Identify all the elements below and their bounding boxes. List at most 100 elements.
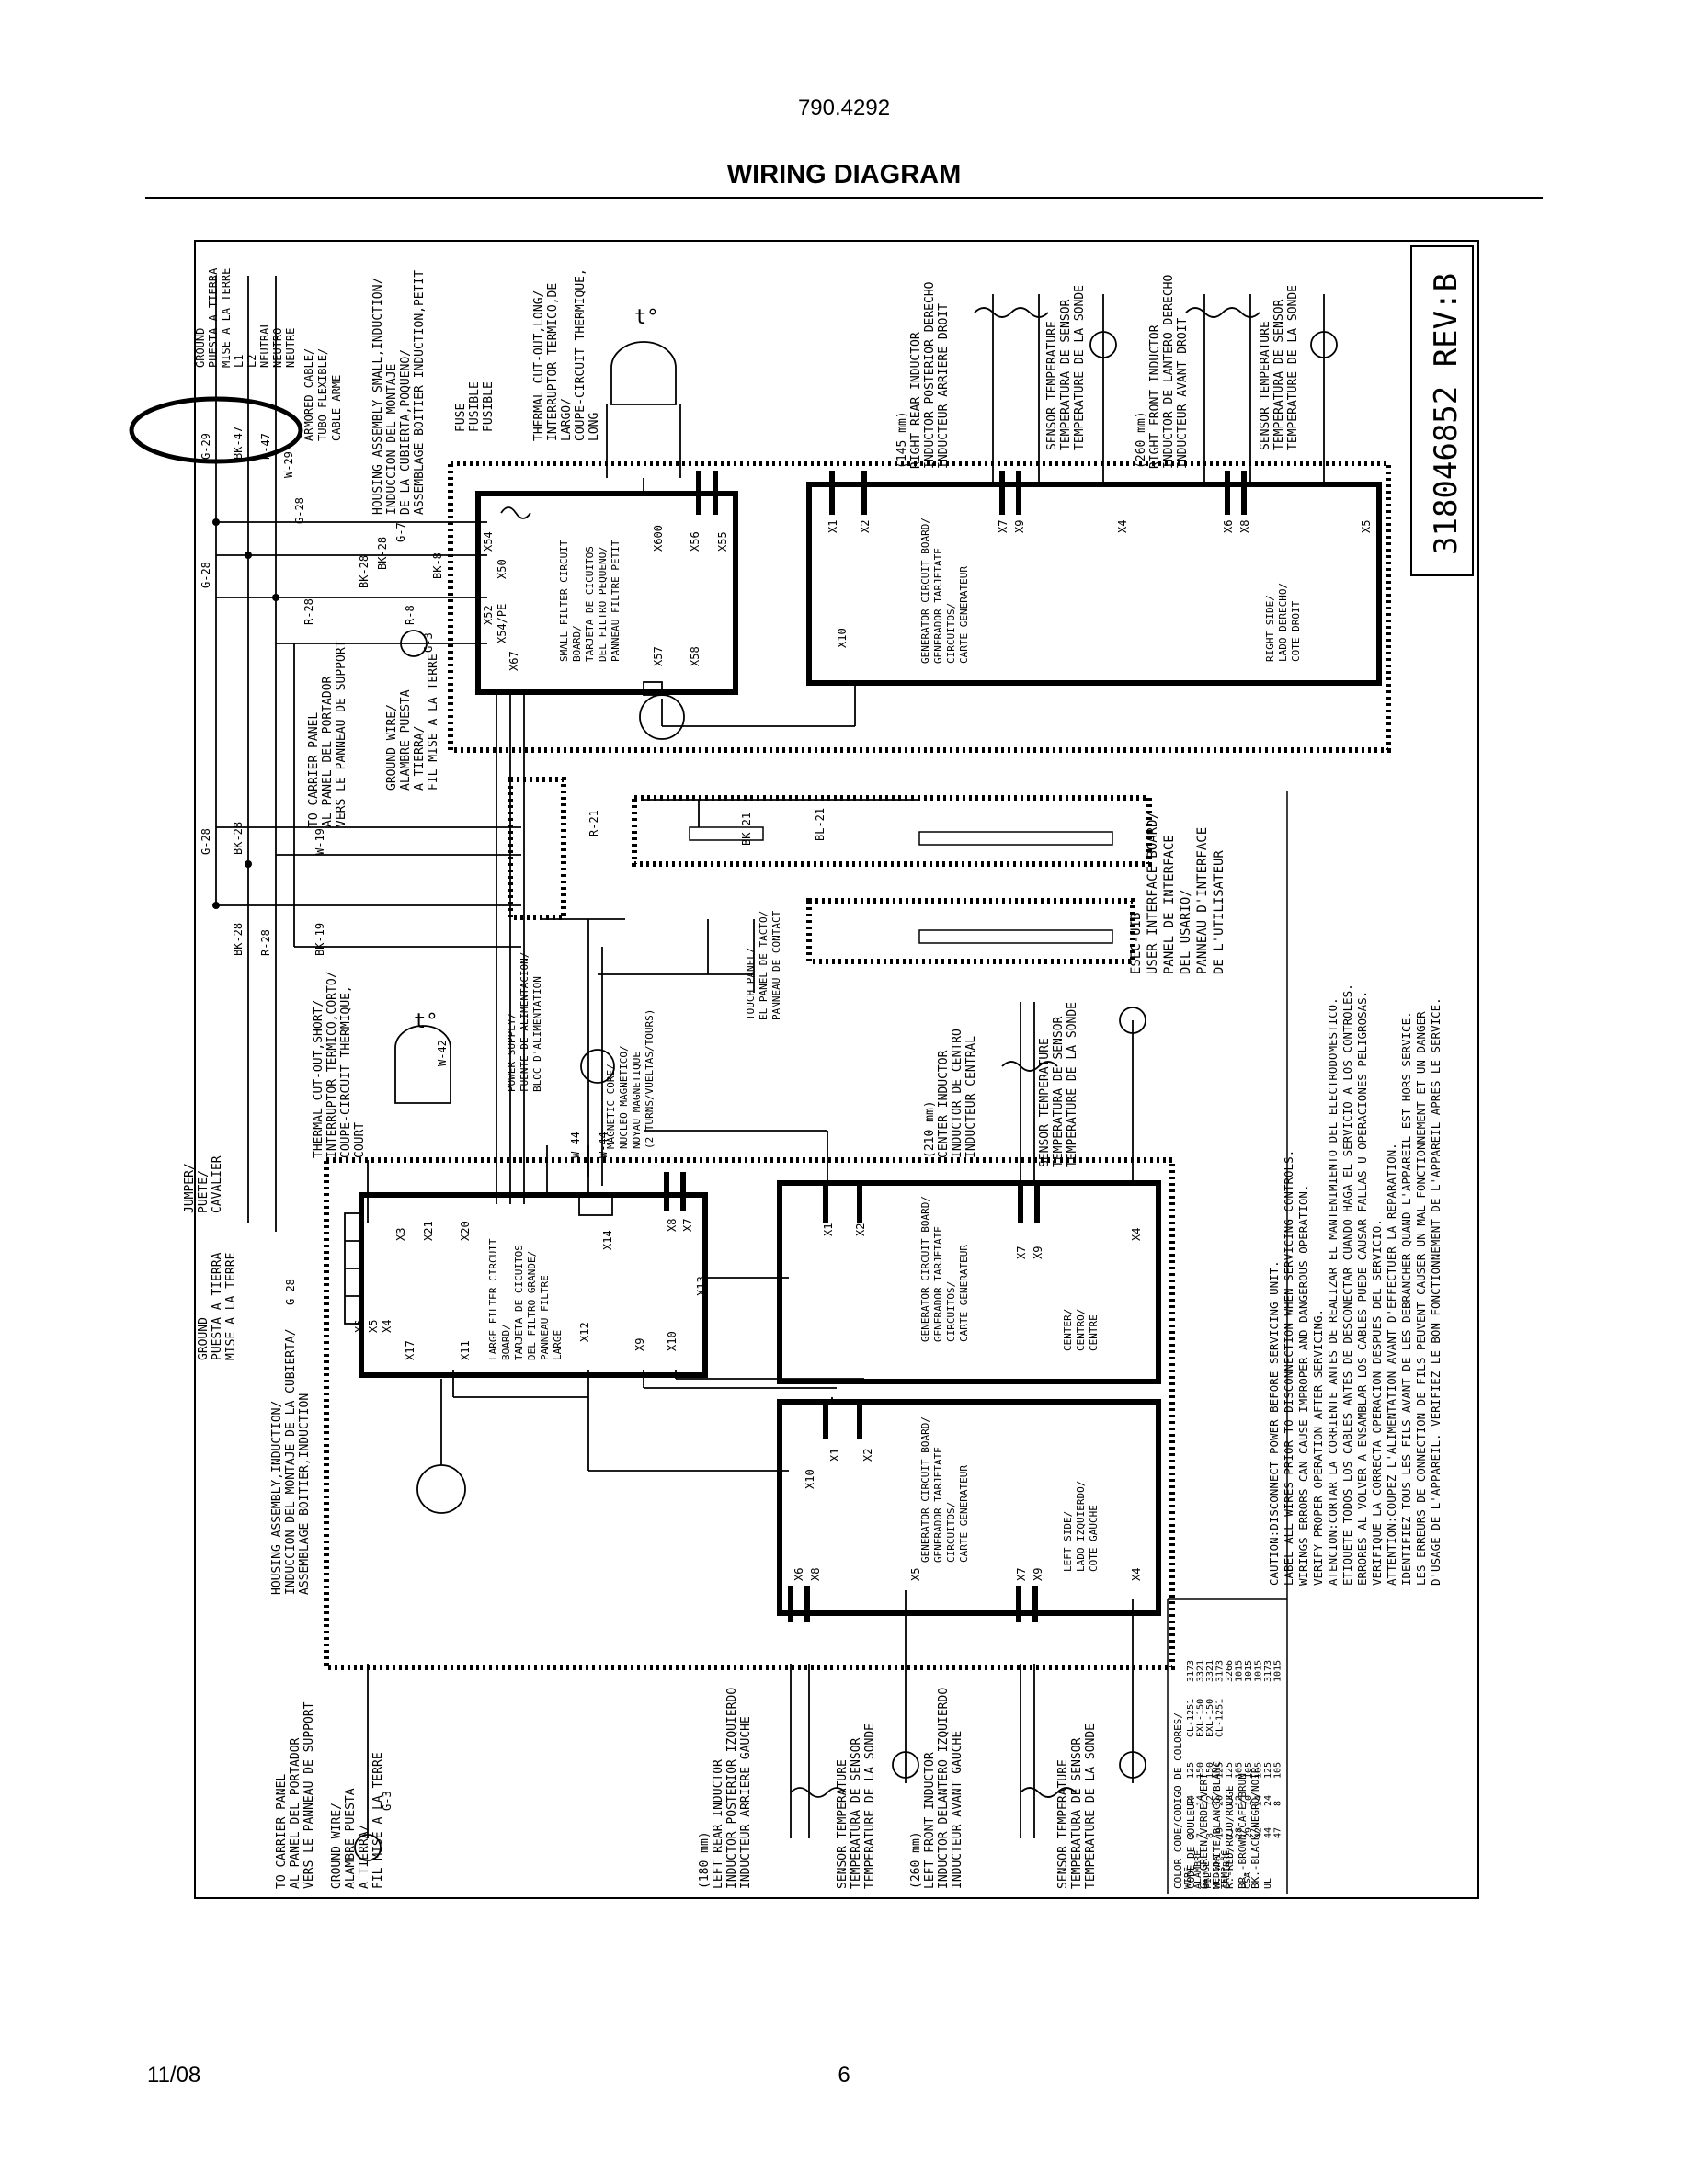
input-wires bbox=[215, 294, 1325, 1232]
wire-top-left: BK-47 bbox=[232, 427, 245, 460]
wire-top-left: W-29 bbox=[282, 451, 295, 478]
wire-table-cell: 24 bbox=[1263, 1795, 1273, 1806]
fuse-label-line: FUSIBLE bbox=[468, 381, 482, 432]
gen-board-center-label: GENERATOR CIRCUIT BOARD/GENERADOR TARJET… bbox=[919, 1196, 970, 1342]
sensor-label-rf-line: TEMPERATURE DE LA SONDE bbox=[1286, 285, 1300, 450]
wire-table-header: FIL bbox=[1203, 1872, 1214, 1889]
wire-table-cell: 125 bbox=[1186, 1762, 1196, 1779]
fuse-symbol bbox=[500, 506, 531, 519]
carrier-bot-label-line: AL PANEL DEL PORTADOR bbox=[289, 1737, 302, 1889]
wire-table-cell: 3266 bbox=[1225, 1660, 1235, 1682]
ground-bottom-label-line: GROUND bbox=[197, 1317, 211, 1360]
wire-table-cell: 1015 bbox=[1244, 1660, 1254, 1682]
power-label-line: NEUTRE bbox=[284, 328, 297, 368]
small-filter-board bbox=[475, 491, 738, 695]
power-supply-label-line: POWER SUPPLY/ bbox=[506, 1013, 518, 1092]
wire-table-cell: 105 bbox=[1244, 1762, 1254, 1779]
ground-ring-top bbox=[400, 630, 428, 657]
ground-wire-bot-label-line: ALAMBRE PUESTA bbox=[344, 1788, 358, 1889]
housing-small-label-line: DE LA CUBIERTA,POQUENO/ bbox=[399, 349, 413, 515]
caution-text-line: LES ERREURS DE CONNECTION DE FILS PEUVEN… bbox=[1414, 1011, 1428, 1586]
wire-bot-left: BK-28 bbox=[232, 923, 245, 956]
sensor-label-rr-line: TEMPERATURE DE LA SONDE bbox=[1073, 285, 1087, 450]
carrier-bot-label-line: VERS LE PANNEAU DE SUPPORT bbox=[302, 1701, 316, 1889]
cable-label-line: ARMORED CABLE/ bbox=[302, 348, 315, 441]
wire-table-cell: 1015 bbox=[1235, 1660, 1245, 1682]
caution-text-line: LABEL ALL WIRES PRIOR TO DISCONNECTION W… bbox=[1282, 1150, 1295, 1586]
magnetic-label: MAGNETIC CORE/NUCLEO MAGNETICO/NOYAU MAG… bbox=[605, 1009, 656, 1149]
wire-table-cell: 42 bbox=[1254, 1827, 1264, 1838]
large-filter-label-line: TARJETA DE CICUITOS bbox=[513, 1245, 525, 1360]
wire-top-left: G-28 bbox=[200, 562, 212, 588]
wire-bot-left: BK-19 bbox=[314, 923, 326, 956]
generator-board-right bbox=[806, 482, 1382, 686]
gen-port-right: X10 bbox=[836, 628, 849, 648]
touch-panel-label-line: EL PANEL DE TACTO/ bbox=[758, 911, 770, 1020]
small-filter-port: X54/PE bbox=[496, 604, 508, 643]
thermal-cutout-short bbox=[394, 1025, 451, 1104]
right-rear-label-line: RIGHT REAR INDUCTOR bbox=[909, 332, 923, 469]
wire-misc: G-28 bbox=[284, 1279, 297, 1305]
ground-wire-top-label-line: A TIERRA/ bbox=[413, 726, 427, 791]
power-label-line: NEUTRAL bbox=[258, 321, 271, 368]
gen-port-left: X6 bbox=[793, 1568, 805, 1581]
small-filter-label-line: TARJETA DE CICUITOS bbox=[584, 546, 596, 662]
wire-table-cell: 8 bbox=[1205, 1833, 1215, 1838]
wire-table-cell: 3173 bbox=[1215, 1660, 1226, 1682]
gen-port-center: X2 bbox=[854, 1223, 867, 1236]
wire-misc: BK-28 bbox=[376, 537, 389, 570]
fan-bottom-icon bbox=[416, 1464, 466, 1514]
wire-table-cell: 44 bbox=[1263, 1827, 1273, 1838]
footer-page-number: 6 bbox=[838, 2063, 850, 2087]
wire-table-cell: 105 bbox=[1273, 1762, 1283, 1779]
wire-table-header: ALAMBRE bbox=[1193, 1850, 1203, 1889]
wire-table-cell: CL-1251 bbox=[1215, 1699, 1226, 1737]
caution-text-line: ERRORES AL VOLVER A ENSAMBLAR LOS CABLES… bbox=[1355, 991, 1369, 1586]
small-filter-port: X67 bbox=[508, 651, 520, 671]
color-code: COLOR CODE/CODIGO DE COLORES/CODE DE COU… bbox=[1172, 1712, 1261, 1889]
power-label-line: GROUND bbox=[194, 328, 207, 368]
gen-port-right: X5 bbox=[1360, 520, 1373, 533]
right-side-label-line: COTE DROIT bbox=[1290, 600, 1302, 662]
large-filter-port: X13 bbox=[695, 1276, 708, 1296]
ground-wire-top-label-line: GROUND WIRE/ bbox=[385, 704, 399, 791]
revision-label: 318046852 REV:B bbox=[1428, 273, 1465, 555]
large-filter-port: X12 bbox=[578, 1322, 591, 1342]
wire-bot-left: W-19 bbox=[314, 828, 326, 855]
wire-top-left: R-47 bbox=[259, 433, 272, 460]
inductor-coils-top bbox=[974, 307, 1260, 318]
magnetic-label-line: NUCLEO MAGNETICO/ bbox=[618, 1045, 630, 1149]
cable-label: ARMORED CABLE/TUBO FLEXIBLE/CABLE ARME bbox=[302, 348, 343, 441]
page-title: WIRING DIAGRAM bbox=[726, 160, 962, 189]
wire-table-cell: 3173 bbox=[1186, 1660, 1196, 1682]
small-filter-label-line: BOARD/ bbox=[571, 625, 583, 662]
wire-table-cell: 20 bbox=[1215, 1795, 1226, 1806]
left-rear-label-line: LEFT REAR INDUCTOR bbox=[712, 1759, 725, 1889]
sensor-label-lr-line: SENSOR TEMPERATURE bbox=[836, 1759, 850, 1889]
inductor-coils-bottom bbox=[790, 1061, 1077, 1798]
housing-large-label-line: ASSEMBLAGE BOITIER,INDUCTION bbox=[298, 1393, 312, 1595]
wire-table-cell: 24 bbox=[1254, 1795, 1264, 1806]
wire-table-cell: 29 bbox=[1244, 1827, 1254, 1838]
wire-table-cell: 7 bbox=[1196, 1833, 1206, 1838]
caution-text-line: D'USAGE DE L'APPAREIL. VERIFIEZ LE BON F… bbox=[1429, 997, 1443, 1586]
large-filter-port: X7 bbox=[681, 1219, 694, 1232]
ground-bottom-label-line: PUESTA A TIERRA bbox=[211, 1252, 224, 1360]
gen-port-right: X1 bbox=[827, 520, 839, 533]
center-inductor-label-line: CENTER INDUCTOR bbox=[937, 1050, 951, 1158]
gen-port-left: X8 bbox=[809, 1568, 822, 1581]
right-front-label-line: INDUCTOR DE LANTERO DERECHO bbox=[1162, 275, 1176, 469]
jumper-label-line: JUMPER/ bbox=[183, 1163, 197, 1213]
wire-table-cell: 3321 bbox=[1196, 1660, 1206, 1682]
